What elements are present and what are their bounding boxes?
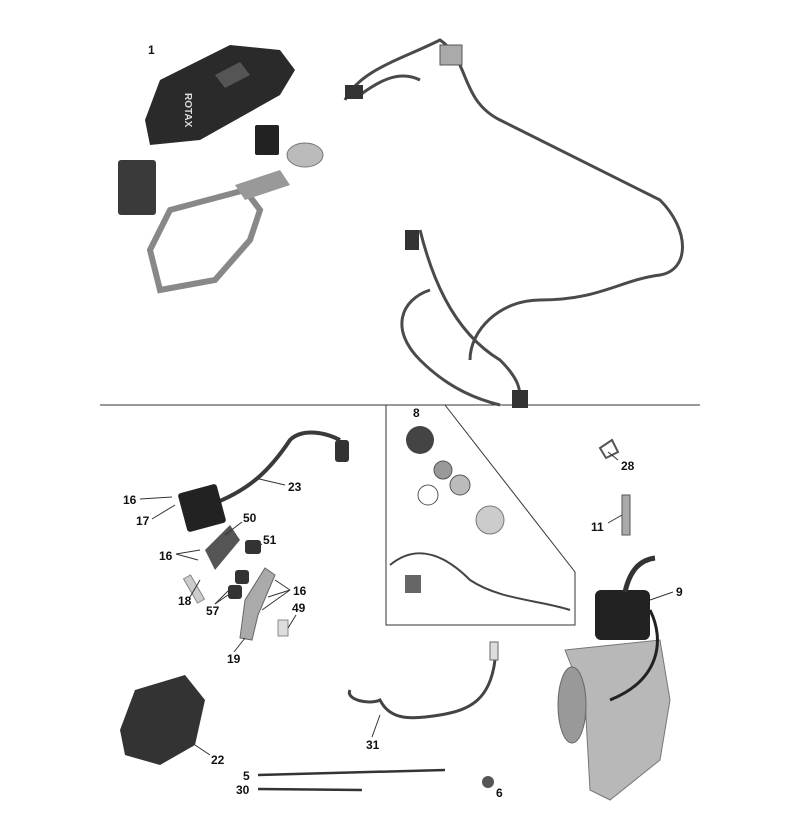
cover-22 [120, 675, 205, 765]
callout-30: 30 [236, 783, 250, 797]
callout-18: 18 [178, 594, 192, 608]
callout-19: 19 [227, 652, 241, 666]
wire-31 [347, 659, 497, 720]
o-ring [417, 484, 439, 506]
callout-51: 51 [263, 533, 277, 547]
clip-6 [482, 776, 494, 788]
seal-ring [449, 474, 471, 496]
bracket-50 [205, 525, 240, 570]
spark-plug-cap [335, 440, 349, 462]
carburetor [557, 555, 671, 801]
bracket-19 [239, 567, 276, 641]
mounting-bracket [146, 186, 264, 294]
cable-tie-5 [257, 768, 446, 777]
harness-connector [345, 85, 363, 99]
callout-28: 28 [621, 459, 635, 473]
bracket-plate [235, 170, 290, 200]
callout-57: 57 [206, 604, 220, 618]
pump-valve [405, 575, 421, 593]
control-box-cover: ROTAX [145, 45, 295, 145]
callout-16: 16 [123, 493, 137, 507]
bolt-18 [182, 574, 206, 604]
detail-box-8 [385, 404, 576, 626]
ignition-coil [178, 484, 226, 532]
callout-23: 23 [288, 480, 302, 494]
spacer-49 [277, 619, 289, 637]
callout-50: 50 [243, 511, 257, 525]
callout-6: 6 [496, 786, 503, 800]
callout-11: 11 [591, 520, 604, 534]
ignition-lead [209, 430, 341, 507]
leader-lines [139, 451, 674, 756]
spark-plug-11 [621, 494, 631, 536]
callout-16: 16 [293, 584, 307, 598]
rocker-switch [255, 125, 279, 155]
seal-ring [433, 460, 453, 480]
callout-49: 49 [292, 601, 306, 615]
wiring-harness [343, 38, 684, 407]
ecu-module [118, 160, 156, 215]
callout-31: 31 [366, 738, 380, 752]
rubber-mounts [228, 540, 261, 599]
callout-9: 9 [676, 585, 683, 599]
callout-1: 1 [148, 43, 155, 57]
callout-22: 22 [211, 753, 225, 767]
callout-8: 8 [413, 406, 420, 420]
callout-17: 17 [136, 514, 150, 528]
callout-16: 16 [159, 549, 173, 563]
pump-wire [389, 552, 571, 611]
callout-5: 5 [243, 769, 250, 783]
gasket-28 [598, 438, 620, 460]
harness-connector [512, 390, 528, 408]
harness-connector [439, 44, 463, 66]
stator-cover [406, 426, 434, 454]
wire-31-connector [489, 641, 499, 661]
cable-tie-30 [257, 787, 363, 792]
pump-housing [475, 505, 505, 535]
starter-solenoid [286, 142, 324, 168]
harness-connector [405, 230, 419, 250]
rotax-logo: ROTAX [182, 93, 193, 128]
